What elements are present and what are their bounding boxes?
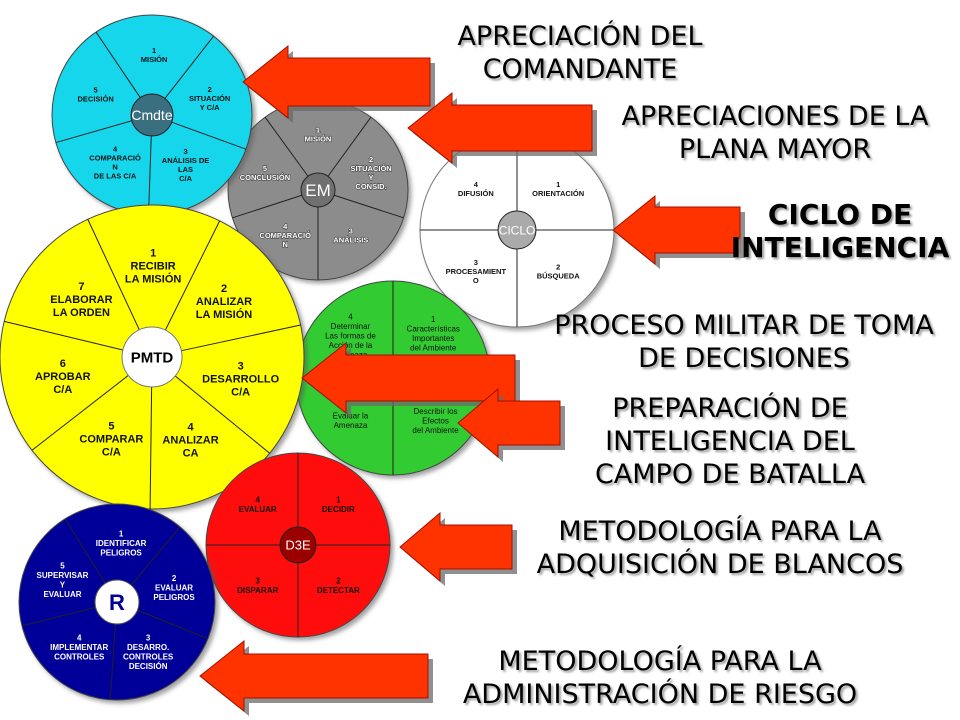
arrow-proceso — [301, 341, 520, 418]
arrow-plana-mayor — [407, 91, 597, 168]
wheel-pmtd-divider — [149, 386, 153, 509]
arrow-comandante — [242, 44, 435, 123]
wheel-pmtd-divider — [164, 220, 221, 331]
wheel-d3e-center-label: D3E — [285, 538, 311, 553]
wheel-pmtd-divider — [4, 320, 123, 351]
wheel-riesgo-divider — [130, 526, 181, 586]
wheel-riesgo-hub — [94, 579, 140, 625]
wheel-cmdte-divider — [164, 35, 214, 99]
wheel-pmtd-center-label: PMTD — [131, 349, 174, 366]
wheel-cmdte-divider — [171, 121, 247, 150]
wheel-em-divider — [264, 116, 309, 177]
wheel-pmtd-hub — [121, 326, 183, 388]
wheel-riesgo-divider — [64, 518, 106, 584]
wheel-em-hub — [300, 172, 336, 208]
wheel-pmtd-divider — [174, 375, 270, 454]
wheel-em-divider — [232, 194, 302, 219]
arrow-preparacion — [457, 387, 565, 462]
wheel-ciclo-center-label: CICLO — [499, 223, 536, 237]
wheel-pmtd-divider — [31, 375, 129, 451]
wheel-pmtd-divider — [181, 324, 301, 352]
wheel-riesgo-divider — [109, 623, 116, 700]
wheel-cmdte-center-label: Cmdte — [131, 107, 172, 123]
wheel-d3e-hub — [279, 526, 317, 564]
wheel-em-center-label: EM — [305, 181, 331, 200]
wheel-ciclo-hub — [497, 210, 537, 250]
wheel-cmdte-hub — [130, 93, 174, 137]
wheel-em-divider — [327, 116, 372, 177]
wheel-riesgo-center-label: R — [109, 590, 125, 615]
arrow-riesgo — [199, 639, 433, 716]
wheel-em-divider — [334, 194, 404, 219]
arrow-ciclo — [612, 194, 745, 269]
wheel-cmdte-divider — [148, 135, 152, 215]
wheel-pmtd-divider — [87, 219, 140, 331]
wheel-cmdte-divider — [55, 120, 132, 144]
wheel-riesgo-divider — [137, 609, 209, 640]
wheel-riesgo-divider — [21, 606, 96, 627]
wheel-cmdte-divider — [95, 31, 141, 98]
arrow-blancos — [399, 511, 517, 586]
